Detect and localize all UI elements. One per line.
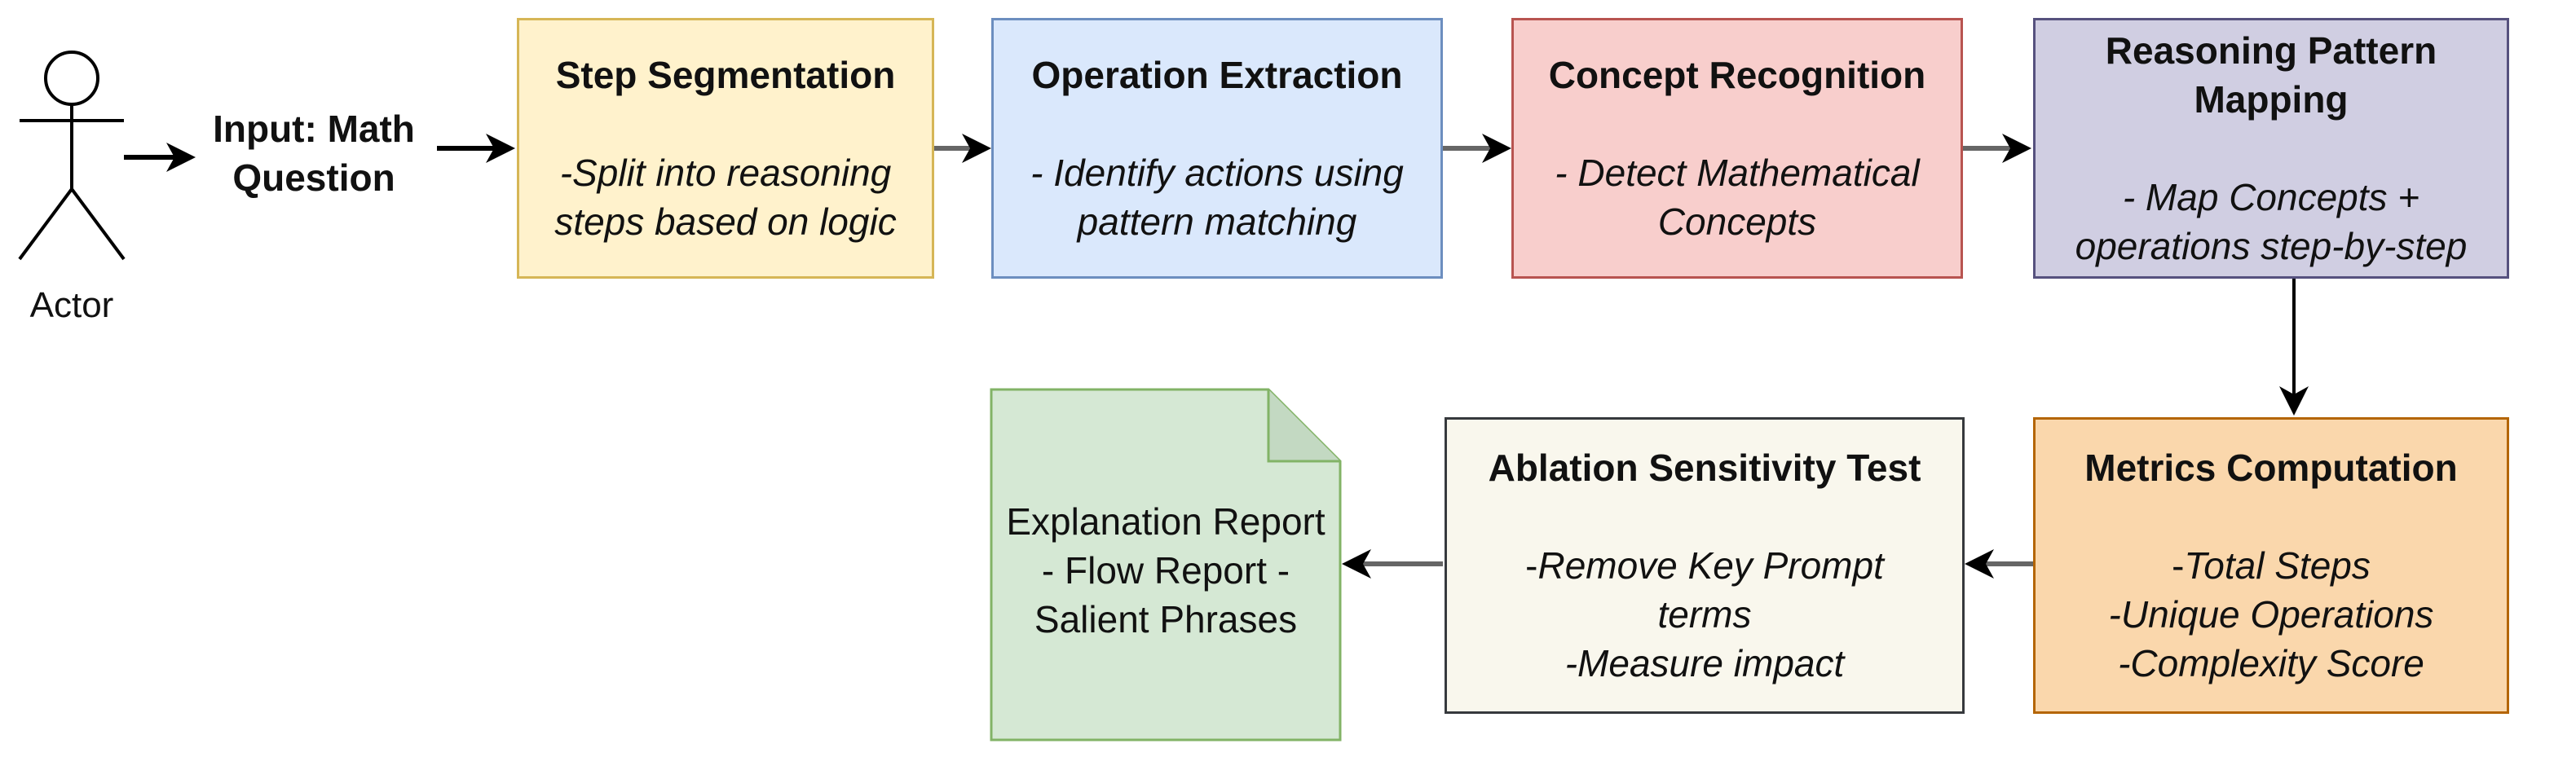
step-segmentation-title: Step Segmentation (555, 54, 896, 96)
arrow-extraction-to-recognition (1443, 134, 1511, 163)
actor-label: Actor (29, 285, 114, 325)
metrics-computation-box: Metrics Computation -Total Steps -Unique… (2033, 417, 2509, 714)
step-segmentation-description: -Split into reasoning steps based on log… (554, 152, 897, 243)
operation-extraction-title: Operation Extraction (1031, 54, 1403, 96)
operation-extraction-box: Operation Extraction - Identify actions … (991, 18, 1443, 279)
explanation-report-box: Explanation Report - Flow Report - Salie… (991, 407, 1340, 733)
metrics-computation-description: -Total Steps -Unique Operations -Complex… (2109, 541, 2434, 688)
arrow-segmentation-to-extraction (934, 134, 991, 163)
document-icon (990, 388, 1342, 742)
ablation-lead-dash: - (1525, 544, 1538, 587)
arrow-input-to-step-segmentation (437, 134, 515, 163)
explanation-report-title: Explanation Report (1006, 500, 1325, 543)
ablation-desc-text: Remove Key Prompt terms -Measure impact (1537, 544, 1884, 684)
ablation-sensitivity-test-description: -Remove Key Prompt terms -Measure impact (1525, 541, 1884, 688)
input-label: Input: Math Question (213, 108, 415, 199)
concept-recognition-description: - Detect Mathematical Concepts (1555, 152, 1920, 243)
arrow-metrics-to-ablation (1965, 549, 2033, 579)
metrics-computation-lead-dash: - (2172, 544, 2185, 587)
concept-recognition-title: Concept Recognition (1548, 54, 1926, 96)
arrow-recognition-to-mapping (1963, 134, 2031, 163)
reasoning-pattern-mapping-title: Reasoning Pattern Mapping (2105, 29, 2437, 121)
arrow-mapping-to-metrics (2279, 279, 2309, 416)
ablation-sensitivity-test-title: Ablation Sensitivity Test (1488, 447, 1921, 489)
concept-recognition-box: Concept Recognition - Detect Mathematica… (1511, 18, 1963, 279)
reasoning-pattern-mapping-description: - Map Concepts + operations step-by-step (2075, 176, 2468, 267)
metrics-computation-desc-text: Total Steps -Unique Operations -Complexi… (2108, 544, 2434, 684)
operation-extraction-description: - Identify actions using pattern matchin… (1030, 152, 1404, 243)
explanation-report-description: - Flow Report - Salient Phrases (1034, 549, 1298, 640)
reasoning-pattern-mapping-box: Reasoning Pattern Mapping - Map Concepts… (2033, 18, 2509, 279)
stick-figure-icon (18, 51, 126, 261)
arrow-actor-to-input (124, 143, 196, 172)
metrics-computation-title: Metrics Computation (2084, 447, 2458, 489)
step-segmentation-box: Step Segmentation -Split into reasoning … (517, 18, 934, 279)
ablation-sensitivity-test-box: Ablation Sensitivity Test -Remove Key Pr… (1445, 417, 1965, 714)
arrow-ablation-to-report (1342, 549, 1443, 579)
